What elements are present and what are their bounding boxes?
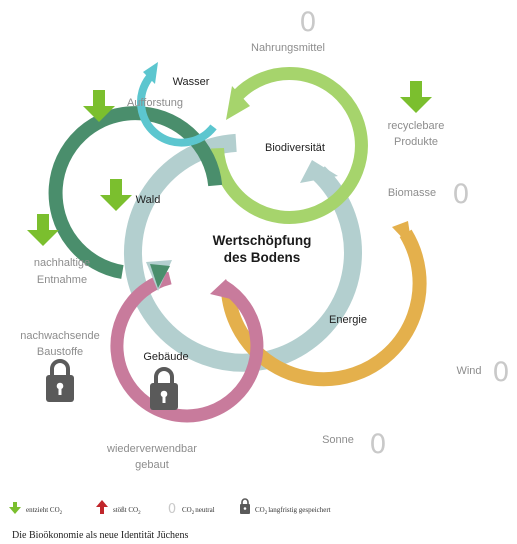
legend-stoesst: stößt CO2 <box>113 506 141 516</box>
gebaeude-label: Gebäude <box>143 351 188 363</box>
energie-label: Energie <box>329 314 367 326</box>
wiederverwendbar-label-2: gebaut <box>135 459 169 471</box>
arrow-down-icon <box>100 179 132 211</box>
legend-neutral: CO2neutral <box>182 506 215 516</box>
nahrungsmittel-label: Nahrungsmittel <box>251 42 325 54</box>
gebaeude-ring <box>110 271 264 423</box>
co2-neutral-icon: 0 <box>452 179 469 210</box>
sonne-label: Sonne <box>322 434 354 446</box>
energie-ring <box>221 221 427 387</box>
center-title-line2: des Bodens <box>224 250 301 265</box>
legend-gespeichert: CO2langfristig gespeichert <box>255 506 331 516</box>
wald-label: Wald <box>136 194 161 206</box>
caption: Die Bioökonomie als neue Identität Jüche… <box>12 530 188 541</box>
nachwachsende-label-2: Baustoffe <box>37 346 83 358</box>
nachwachsende-label-1: nachwachsende <box>20 330 100 342</box>
nachhaltige-label-2: Entnahme <box>37 274 87 286</box>
center-title-line1: Wertschöpfung <box>213 233 312 248</box>
wiederverwendbar-label-1: wiederverwendbar <box>106 443 197 455</box>
arrow-up-icon <box>96 500 108 514</box>
wind-label: Wind <box>456 365 481 377</box>
lock-icon <box>44 359 76 404</box>
co2-neutral-icon: 0 <box>168 502 176 517</box>
center-ring <box>123 133 362 372</box>
co2-neutral-icon: 0 <box>369 429 386 460</box>
recyclebare-label-2: Produkte <box>394 136 438 148</box>
arrow-down-icon <box>400 81 432 113</box>
aufforstung-label: Aufforstung <box>127 97 183 109</box>
arrow-down-icon <box>9 502 21 514</box>
lock-icon <box>240 498 250 514</box>
recyclebare-label-1: recyclebare <box>388 120 445 132</box>
legend: entzieht CO2 stößt CO2 0 CO2neutral CO2l… <box>9 498 331 517</box>
wald-ring-arrowhead <box>150 264 170 288</box>
co2-neutral-icon: 0 <box>492 357 509 388</box>
nachhaltige-label-1: nachhaltige <box>34 257 90 269</box>
legend-entzieht: entzieht CO2 <box>26 506 63 516</box>
biodiversitaet-ring <box>211 66 368 224</box>
biomasse-label: Biomasse <box>388 187 436 199</box>
biodiversitaet-label: Biodiversität <box>265 142 325 154</box>
lock-icon <box>148 367 180 412</box>
co2-neutral-icon: 0 <box>299 7 316 38</box>
wasser-ring <box>136 62 217 147</box>
wasser-label: Wasser <box>173 76 210 88</box>
